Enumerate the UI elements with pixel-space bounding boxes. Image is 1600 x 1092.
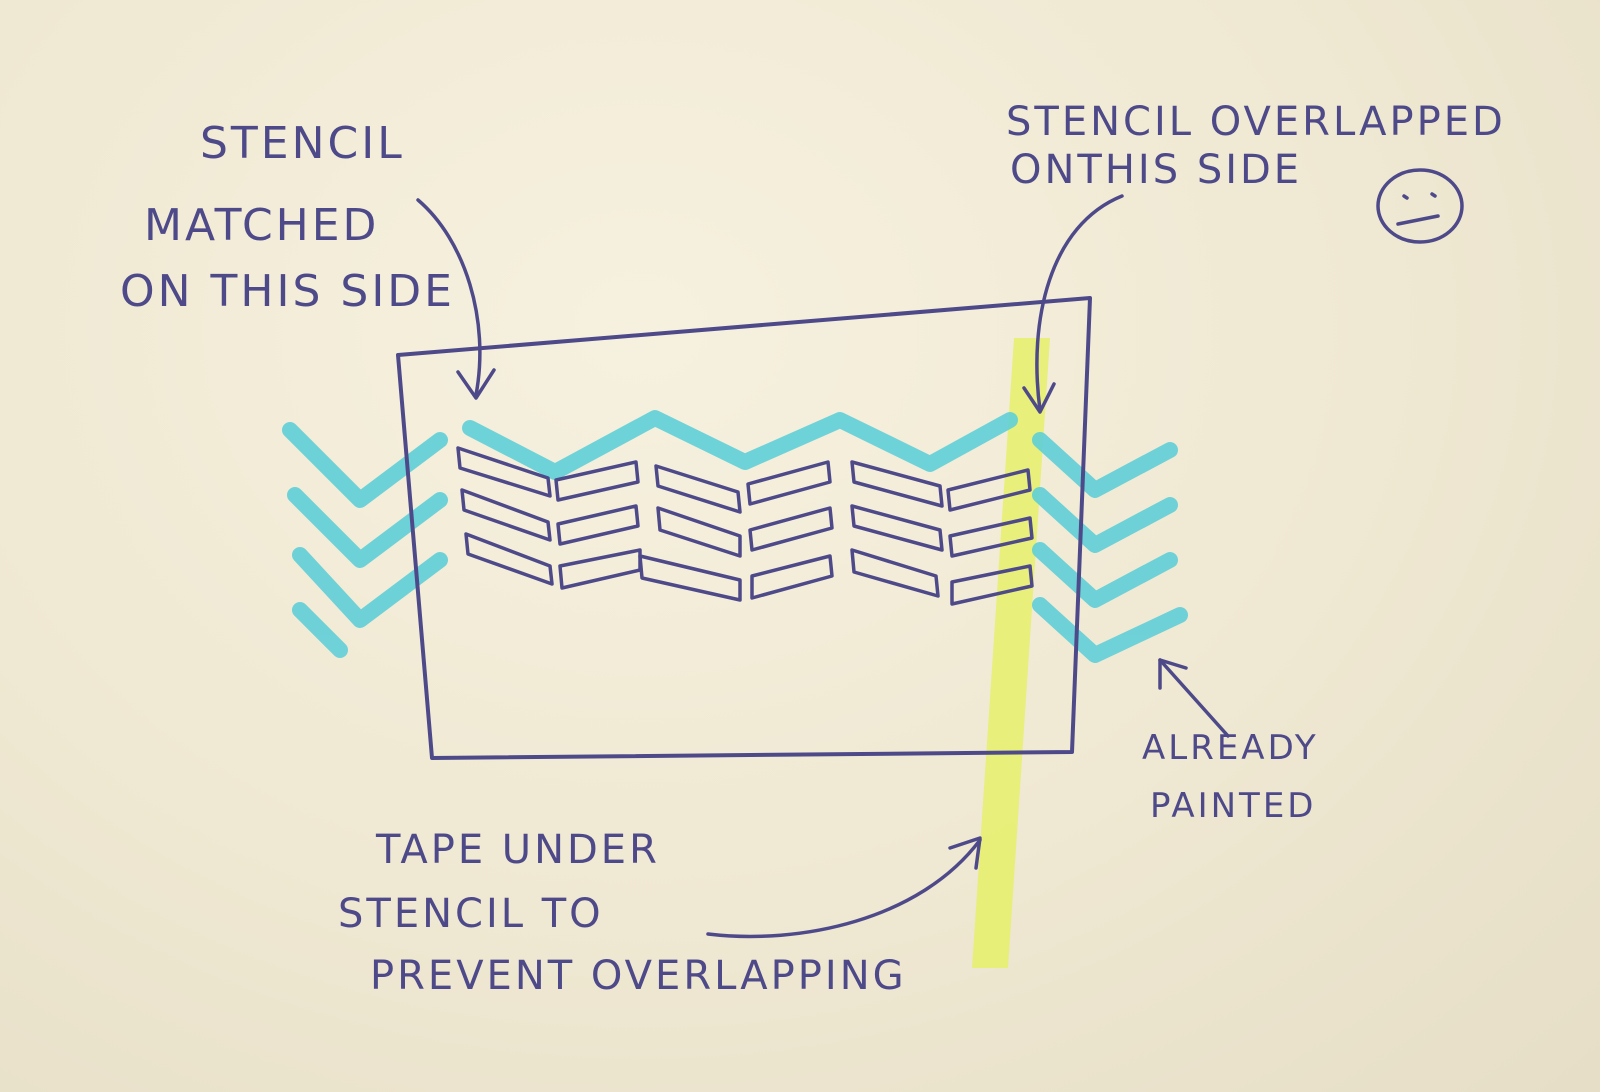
overlapped-arrow: [1035, 194, 1124, 412]
tape-label-line1: TAPE UNDER: [376, 827, 660, 873]
overlapped-label-line1: STENCIL OVERLAPPED: [1006, 99, 1506, 145]
matched-label-line3: ON THIS SIDE: [120, 266, 455, 317]
painted-chevrons-left: [282, 422, 448, 658]
painted-label-line1: ALREADY: [1142, 728, 1319, 768]
tape-strip: [972, 338, 1050, 968]
matched-arrow: [416, 198, 482, 397]
tape-label-line3: PREVENT OVERLAPPING: [370, 953, 907, 999]
tape-arrow: [706, 838, 982, 939]
stencil-cutouts: [456, 446, 1034, 606]
annotation-arrows: [416, 194, 1230, 939]
painted-chevrons-right: [1032, 432, 1188, 663]
stencil-outline: [396, 296, 1092, 760]
matched-arrowhead-icon: [456, 368, 496, 400]
confused-face-icon: [1376, 168, 1464, 244]
painted-arrow: [1158, 658, 1230, 738]
painted-label-line2: PAINTED: [1150, 786, 1317, 826]
tape-label-line2: STENCIL TO: [338, 891, 604, 937]
matched-label-line2: MATCHED: [144, 200, 380, 251]
overlapped-label-line2: ONTHIS SIDE: [1010, 147, 1303, 193]
tape-arrowhead-icon: [948, 836, 982, 870]
overlapped-arrowhead-icon: [1022, 382, 1056, 414]
painted-arrowhead-icon: [1158, 658, 1188, 690]
matched-label-line1: STENCIL: [200, 118, 405, 169]
painted-zigzag: [462, 410, 1018, 480]
